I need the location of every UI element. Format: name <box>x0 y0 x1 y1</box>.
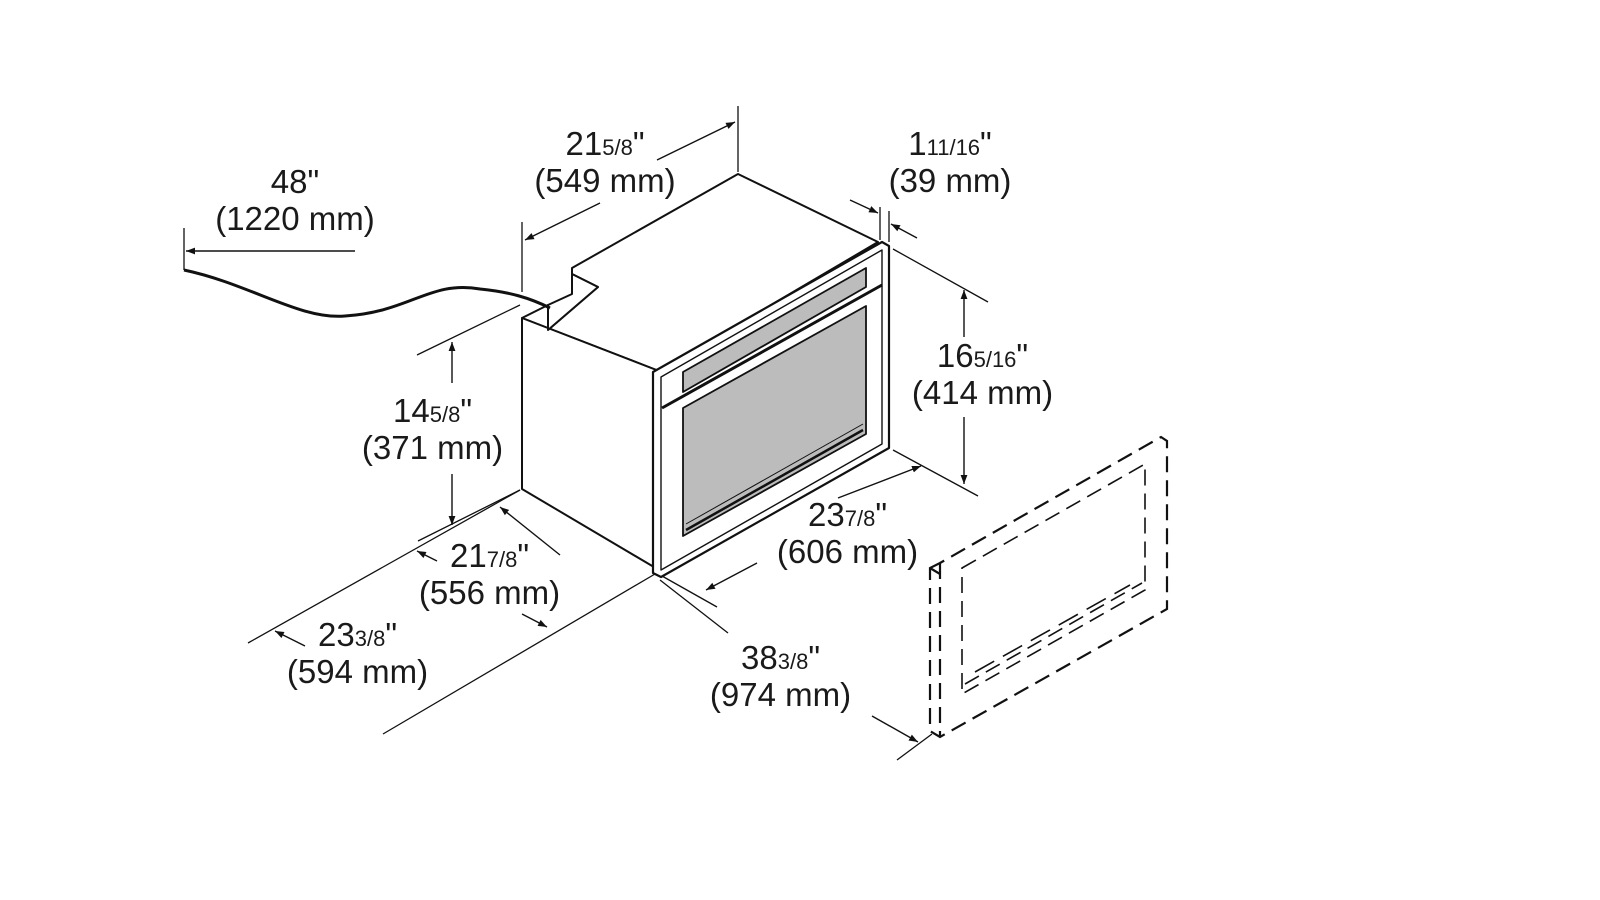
depth-total-label: 233/8" (594 mm) <box>286 616 429 690</box>
depth-body-label: 217/8" (556 mm) <box>418 537 561 611</box>
width-arrow-left <box>705 562 758 591</box>
depth-body-arrow-lower <box>521 613 548 628</box>
width-arrow-right <box>837 465 922 499</box>
height-side-label: 145/8" (371 mm) <box>361 392 504 466</box>
width-label: 237/8" (606 mm) <box>776 496 919 570</box>
oven-front <box>651 240 891 579</box>
cord-notch <box>547 273 599 331</box>
open-door-outline <box>928 435 1169 739</box>
depth-total-arrow <box>274 630 306 647</box>
door-handle-line <box>685 428 864 532</box>
door-open-arrow-end <box>871 715 919 743</box>
power-cord <box>183 268 551 318</box>
depth-top-arrow-left <box>524 202 601 241</box>
depth-body-arrow-upper <box>416 550 438 562</box>
door-glass <box>682 305 867 537</box>
door-depth-arrow-left <box>849 199 879 214</box>
extension-lines <box>183 106 989 761</box>
front-frame-inner <box>660 249 883 571</box>
control-panel <box>682 267 867 393</box>
door-divider <box>661 283 883 410</box>
door-open-label: 383/8" (974 mm) <box>709 639 852 713</box>
door-open-arrow-start <box>499 506 561 556</box>
height-front-label: 165/16" (414 mm) <box>911 337 1054 411</box>
oven-body <box>521 173 879 571</box>
depth-top-arrow-right <box>656 121 736 161</box>
cord-length-label: 48" (1220 mm) <box>215 163 375 237</box>
door-depth-label: 111/16" (39 mm) <box>888 125 1012 199</box>
door-depth-arrow-right <box>890 223 918 239</box>
depth-top-label: 215/8" (549 mm) <box>534 125 676 199</box>
door-handle-line-2 <box>685 423 864 525</box>
dimension-arrows <box>186 121 968 743</box>
